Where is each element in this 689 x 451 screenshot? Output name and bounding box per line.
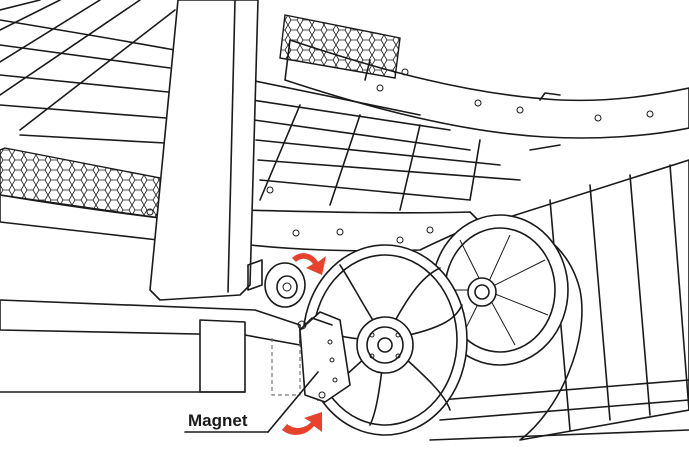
- front-band: [239, 186, 481, 252]
- roller-drum: [431, 159, 689, 441]
- lower-right-rails: [429, 379, 689, 441]
- hex-strip-left: [0, 147, 161, 219]
- idler-pulley: [247, 259, 306, 308]
- slat-deck: [0, 0, 561, 211]
- hex-strip-top: [279, 14, 401, 79]
- base-rail: [0, 299, 301, 393]
- curved-arrow-icon-top: [292, 253, 326, 275]
- magnet-label: Magnet: [188, 411, 248, 430]
- band-holes: [376, 68, 654, 122]
- curved-arrow-icon-bottom: [282, 412, 322, 435]
- magnet-callout: Magnet: [184, 371, 319, 433]
- frame-upright: [149, 0, 259, 301]
- hidden-magnet-outline: [271, 338, 301, 396]
